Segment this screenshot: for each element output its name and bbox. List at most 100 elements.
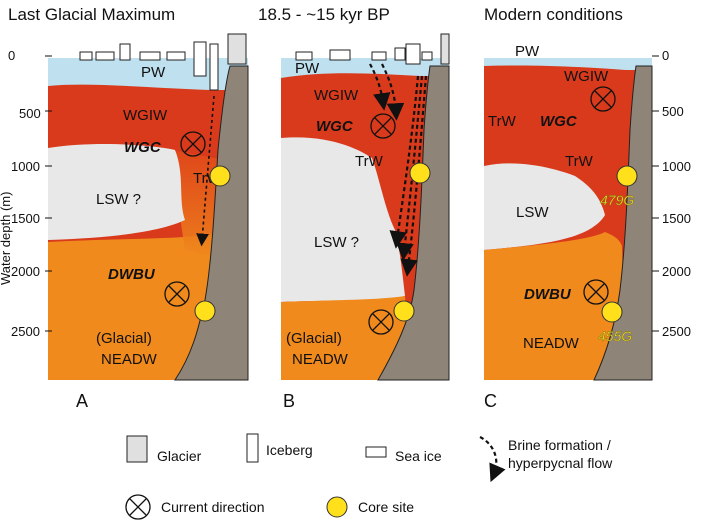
sea-ice-icon <box>166 51 186 61</box>
sea-ice-icon <box>371 51 387 61</box>
core-site-icon <box>616 165 638 187</box>
label-wgc: WGC <box>540 113 578 130</box>
panel-c-letter: C <box>484 391 497 411</box>
label-lsw: LSW ? <box>314 234 359 251</box>
sea-ice-icon <box>79 51 93 61</box>
current-direction-icon <box>590 86 616 112</box>
brine-arrow <box>196 95 215 247</box>
legend-glacier: Glacier <box>157 448 202 464</box>
label-trw-1: TrW <box>488 113 517 130</box>
continental-slope <box>593 65 653 381</box>
y-axis-right: 0 500 1000 1500 2000 2500 <box>652 48 691 339</box>
label-lsw: LSW <box>516 204 549 221</box>
current-direction-icon <box>370 113 396 139</box>
legend-iceberg: Iceberg <box>266 442 313 458</box>
y-axis-label: Water depth (m) <box>0 192 13 285</box>
panel-b-title: 18.5 - ~15 kyr BP <box>258 5 390 24</box>
legend: Glacier Iceberg Sea ice Brine formation … <box>125 433 613 520</box>
core-site-legend-icon <box>326 496 348 518</box>
current-direction-icon <box>368 309 394 335</box>
current-direction-icon <box>180 131 206 157</box>
panel-a-letter: A <box>76 391 88 411</box>
sea-ice-icon <box>329 49 351 61</box>
current-direction-legend-icon <box>125 494 151 520</box>
glacier-icon <box>227 33 247 65</box>
label-neadw-2: NEADW <box>101 351 158 368</box>
core-site-icon <box>209 165 231 187</box>
iceberg-icon <box>193 41 207 77</box>
label-neadw-1: (Glacial) <box>286 330 342 347</box>
label-lsw: LSW ? <box>96 191 141 208</box>
tick-1500: 1500 <box>11 211 40 226</box>
core-label-479g: 479G <box>600 192 634 208</box>
sea-ice-icon <box>95 51 115 61</box>
panel-c-title: Modern conditions <box>484 5 623 24</box>
panel-b-letter: B <box>283 391 295 411</box>
continental-slope <box>174 65 249 381</box>
legend-core-site: Core site <box>358 499 414 515</box>
tick-right-2000: 2000 <box>662 264 691 279</box>
core-site-icon <box>601 301 623 323</box>
lsw-layer <box>281 137 405 302</box>
current-direction-icon <box>164 281 190 307</box>
iceberg-icon <box>405 43 421 65</box>
current-direction-icon <box>583 279 609 305</box>
tick-0: 0 <box>8 48 15 63</box>
core-label-455g: 455G <box>598 328 632 344</box>
label-pw: PW <box>141 64 166 81</box>
label-wgiw: WGIW <box>564 68 609 85</box>
label-neadw-1: (Glacial) <box>96 330 152 347</box>
tick-right-1500: 1500 <box>662 211 691 226</box>
sea-ice-icon <box>421 51 433 61</box>
brine-arrow <box>389 75 420 249</box>
label-neadw-2: NEADW <box>292 351 349 368</box>
tick-500: 500 <box>19 106 41 121</box>
tick-right-500: 500 <box>662 104 684 119</box>
legend-brine-2: hyperpycnal flow <box>508 455 613 471</box>
iceberg-icon <box>209 43 219 91</box>
core-site-icon <box>409 162 431 184</box>
panel-c: Modern conditions PW WGIW TrW WGC TrW LS… <box>484 5 653 411</box>
label-pw: PW <box>515 43 540 60</box>
tick-right-2500: 2500 <box>662 324 691 339</box>
legend-sea-ice: Sea ice <box>395 448 442 464</box>
tick-right-1000: 1000 <box>662 159 691 174</box>
y-axis: 0 500 1000 1500 2000 2500 Water depth (m… <box>0 48 52 339</box>
tick-2500: 2500 <box>11 324 40 339</box>
panel-a-title: Last Glacial Maximum <box>8 5 175 24</box>
label-wgc: WGC <box>124 139 162 156</box>
panel-a: Last Glacial Maximum PW WGIW WGC TrW LSW… <box>8 5 249 411</box>
label-pw: PW <box>295 60 320 77</box>
label-wgiw: WGIW <box>123 107 168 124</box>
iceberg-icon <box>119 43 131 61</box>
sea-ice-icon <box>139 51 161 61</box>
neadw-layer <box>484 232 625 380</box>
label-trw-2: TrW <box>565 153 594 170</box>
brine-legend-icon <box>479 436 506 483</box>
neadw-layer <box>48 232 230 380</box>
core-site-icon <box>194 300 216 322</box>
label-dwbu: DWBU <box>524 286 572 303</box>
panel-b: 18.5 - ~15 kyr BP PW WGIW WGC TrW LSW ? … <box>258 5 450 411</box>
label-dwbu: DWBU <box>108 266 156 283</box>
legend-current-direction: Current direction <box>161 499 265 515</box>
label-trw: TrW <box>355 153 384 170</box>
lsw-layer <box>484 163 605 250</box>
lsw-layer <box>48 144 185 240</box>
brine-arrow <box>369 63 391 111</box>
neadw-layer <box>281 296 410 380</box>
continental-slope <box>377 65 450 381</box>
legend-brine-1: Brine formation / <box>508 437 611 453</box>
sea-ice-icon <box>295 51 313 61</box>
label-neadw: NEADW <box>523 335 580 352</box>
label-wgiw: WGIW <box>314 87 359 104</box>
tick-1000: 1000 <box>11 159 40 174</box>
iceberg-icon <box>394 47 406 61</box>
tick-2000: 2000 <box>11 264 40 279</box>
core-site-icon <box>393 300 415 322</box>
label-wgc: WGC <box>316 118 354 135</box>
tick-right-0: 0 <box>662 48 669 63</box>
sea-ice-legend-icon <box>365 446 387 458</box>
iceberg-legend-icon <box>246 433 259 463</box>
